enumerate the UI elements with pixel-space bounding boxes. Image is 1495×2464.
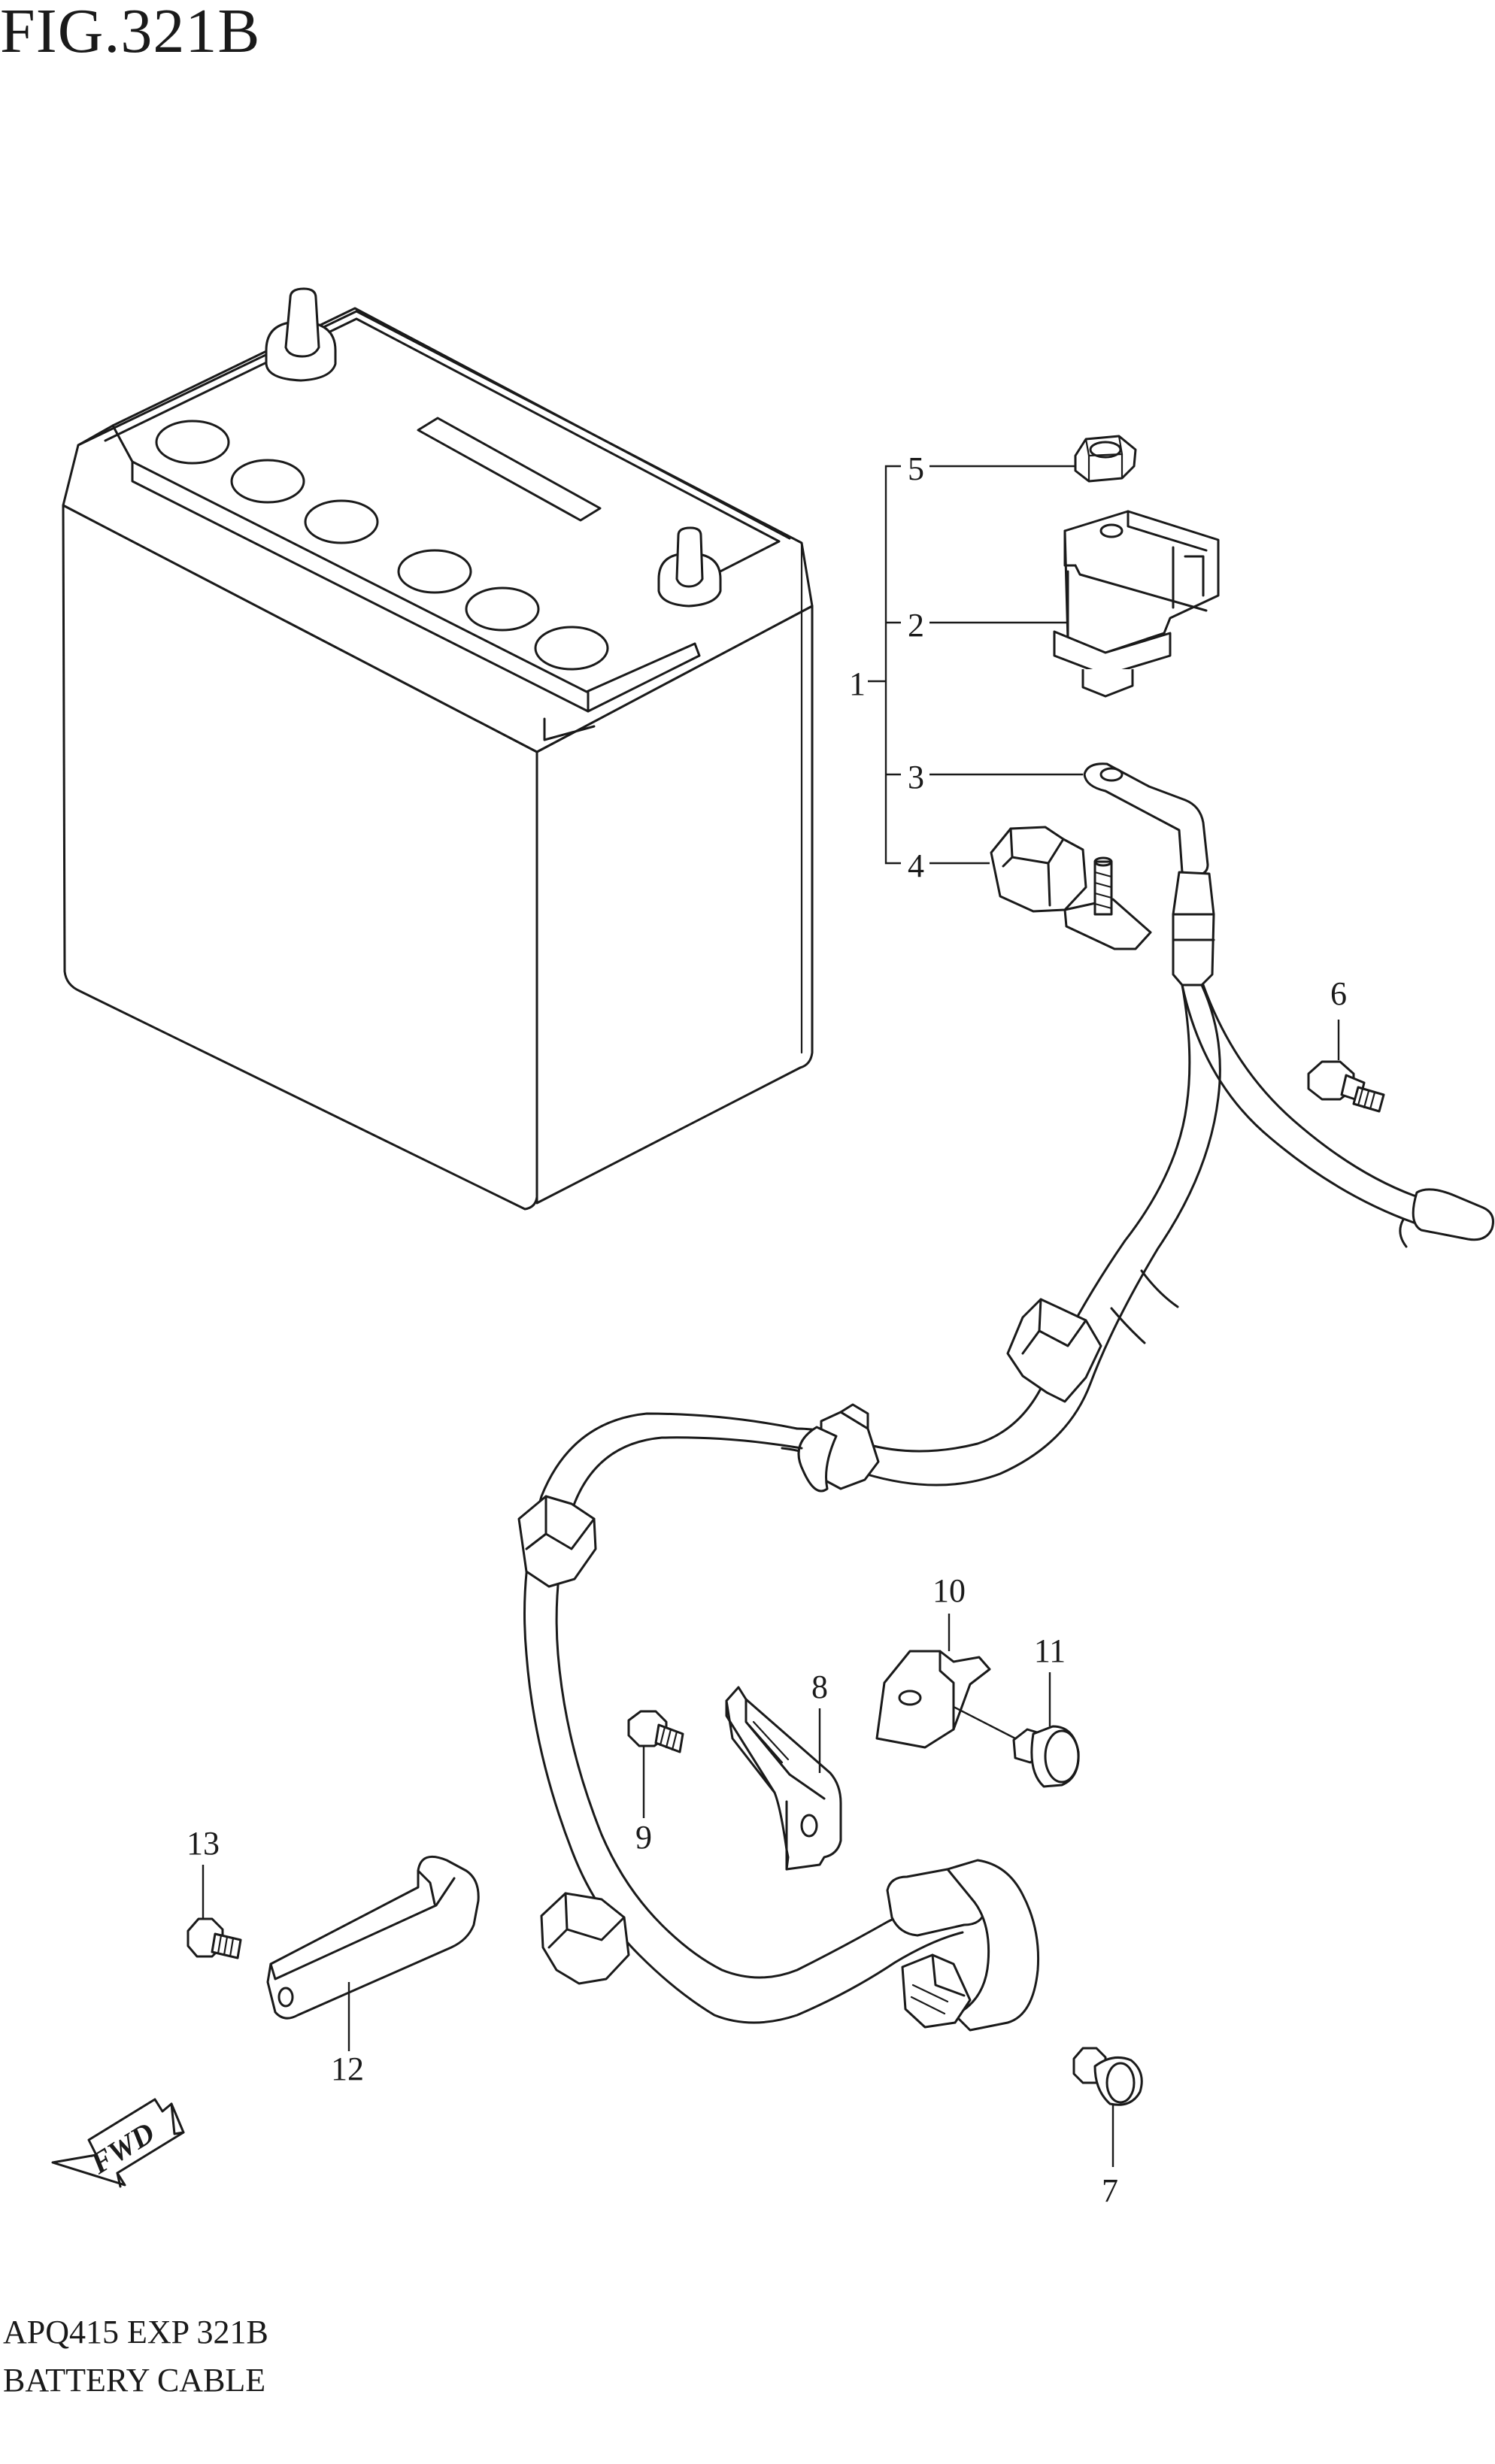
battery-negative-terminal	[265, 287, 337, 382]
part-10-bracket	[875, 1614, 1016, 1749]
callout-4: 4	[908, 847, 924, 884]
callout-8: 8	[811, 1668, 828, 1705]
part-8-bracket	[725, 1686, 842, 1871]
battery-positive-terminal	[657, 526, 722, 608]
callout-5: 5	[908, 450, 924, 487]
part-9-bolt	[627, 1710, 684, 1818]
assembly-bracket-1	[868, 465, 1083, 865]
callout-11: 11	[1034, 1632, 1066, 1669]
positive-cable-harness	[517, 871, 1494, 2032]
battery-illustration	[62, 287, 814, 1211]
part-12-bracket	[266, 1855, 480, 2051]
callout-labels: 1 2 3 4 5 6 7 8 9 10 11 12 13	[186, 450, 1347, 2209]
part-5-nut	[1074, 435, 1137, 483]
figure-code: APQ415 EXP 321B	[3, 2314, 268, 2350]
callout-3: 3	[908, 759, 924, 796]
figure-title: FIG.321B	[0, 0, 261, 66]
part-6-bolt	[1307, 1020, 1385, 1113]
part-4-terminal-clamp	[990, 826, 1152, 950]
callout-12: 12	[331, 2050, 364, 2087]
callout-7: 7	[1102, 2172, 1118, 2209]
part-13-bolt	[186, 1865, 242, 1959]
part-3-cable-terminal	[1083, 762, 1209, 877]
callout-1: 1	[849, 665, 866, 702]
callout-13: 13	[186, 1825, 220, 1862]
part-2-terminal-cover	[1053, 510, 1220, 698]
fwd-direction-arrow: FWD	[51, 2098, 185, 2188]
callout-9: 9	[635, 1819, 652, 1856]
callout-10: 10	[932, 1572, 966, 1609]
part-7-bolt	[1072, 2047, 1143, 2167]
part-11-bolt	[1012, 1672, 1080, 1788]
figure-name: BATTERY CABLE	[3, 2362, 266, 2399]
callout-6: 6	[1330, 975, 1347, 1012]
callout-2: 2	[908, 607, 924, 644]
